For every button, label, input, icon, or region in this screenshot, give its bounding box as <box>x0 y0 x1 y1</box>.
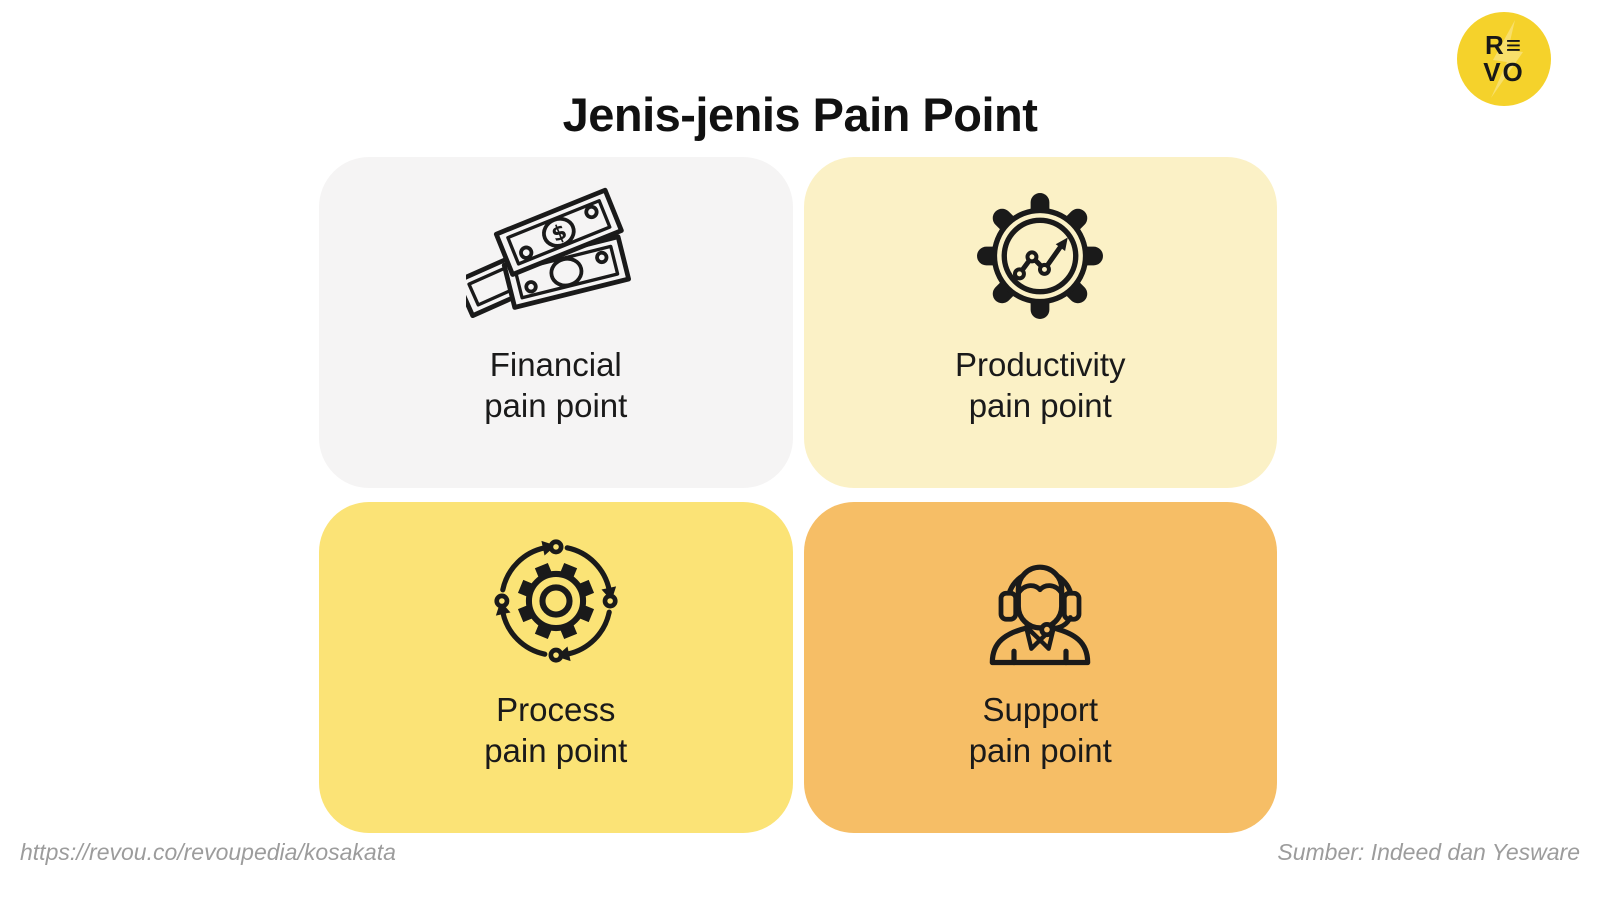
logo-text-bottom: VO <box>1483 57 1525 87</box>
money-bills-icon: $ <box>465 187 631 319</box>
pain-point-grid: $ Financial pain point <box>319 157 1277 833</box>
source-url: https://revou.co/revoupedia/kosakata <box>20 839 396 865</box>
revou-logo: R≡ VO <box>1457 12 1551 106</box>
gear-cycle-icon <box>494 539 618 663</box>
page-title: Jenis-jenis Pain Point <box>562 88 1038 142</box>
support-agent-icon <box>989 564 1091 666</box>
card-label-productivity: Productivity pain point <box>954 346 1126 424</box>
gear-chart-icon <box>977 193 1104 319</box>
card-support: Support pain point <box>803 502 1277 833</box>
logo-text-top: R≡ <box>1485 30 1523 61</box>
card-productivity: Productivity pain point <box>803 157 1277 488</box>
card-financial: $ Financial pain point <box>319 157 793 488</box>
card-label-support: Support pain point <box>968 691 1112 769</box>
card-label-process: Process pain point <box>484 691 628 769</box>
card-process: Process pain point <box>319 502 793 833</box>
card-label-financial: Financial pain point <box>484 346 628 424</box>
source-credit: Sumber: Indeed dan Yesware <box>1277 839 1580 865</box>
